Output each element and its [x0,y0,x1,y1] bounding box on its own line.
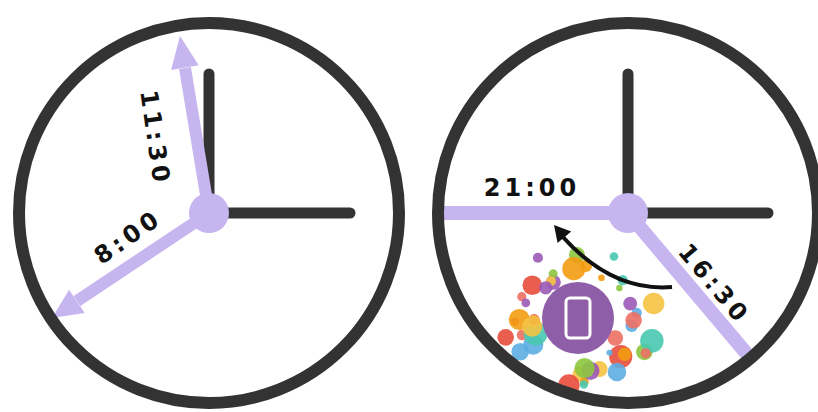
phone-icon [566,298,590,338]
time-label: 8:00 [90,205,166,268]
phone-badge [542,282,614,354]
app-icon [625,312,642,329]
arrow-head [52,290,85,318]
app-icon [608,363,627,382]
arrow-head [171,36,199,70]
clock-outline [432,17,818,409]
app-icon [618,347,631,360]
arrow-head [554,225,571,243]
time-label: 16:30 [674,239,754,328]
app-icon [527,315,539,327]
app-icon [562,257,585,280]
app-icon [643,293,664,314]
app-icon [616,285,622,291]
app-icon [574,358,594,378]
clock-hand [623,74,634,213]
app-icon [607,350,613,356]
time-hand [436,206,628,220]
clock-center [608,193,648,233]
app-icon [522,275,542,295]
app-icon [497,329,514,346]
clock-ring [438,23,818,403]
app-icon [521,299,530,308]
app-icon [623,297,637,311]
clock-hand [628,208,768,219]
clock-face: 21:00 16:30 [432,17,818,409]
app-icon [580,380,588,388]
time-label: 11:30 [136,89,173,188]
app-icon [641,348,651,358]
app-icon [598,274,605,281]
clock-center [189,193,229,233]
curved-arrow [562,236,672,287]
time-hand [185,68,209,213]
app-icon [533,253,543,263]
app-icon [539,281,552,294]
clock-ring [19,23,399,403]
time-label: 21:00 [484,176,580,200]
clock-outline [13,17,405,409]
clock-face: 11:30 8:00 [13,17,405,409]
app-icon [610,252,619,261]
clock-hand [209,208,350,219]
